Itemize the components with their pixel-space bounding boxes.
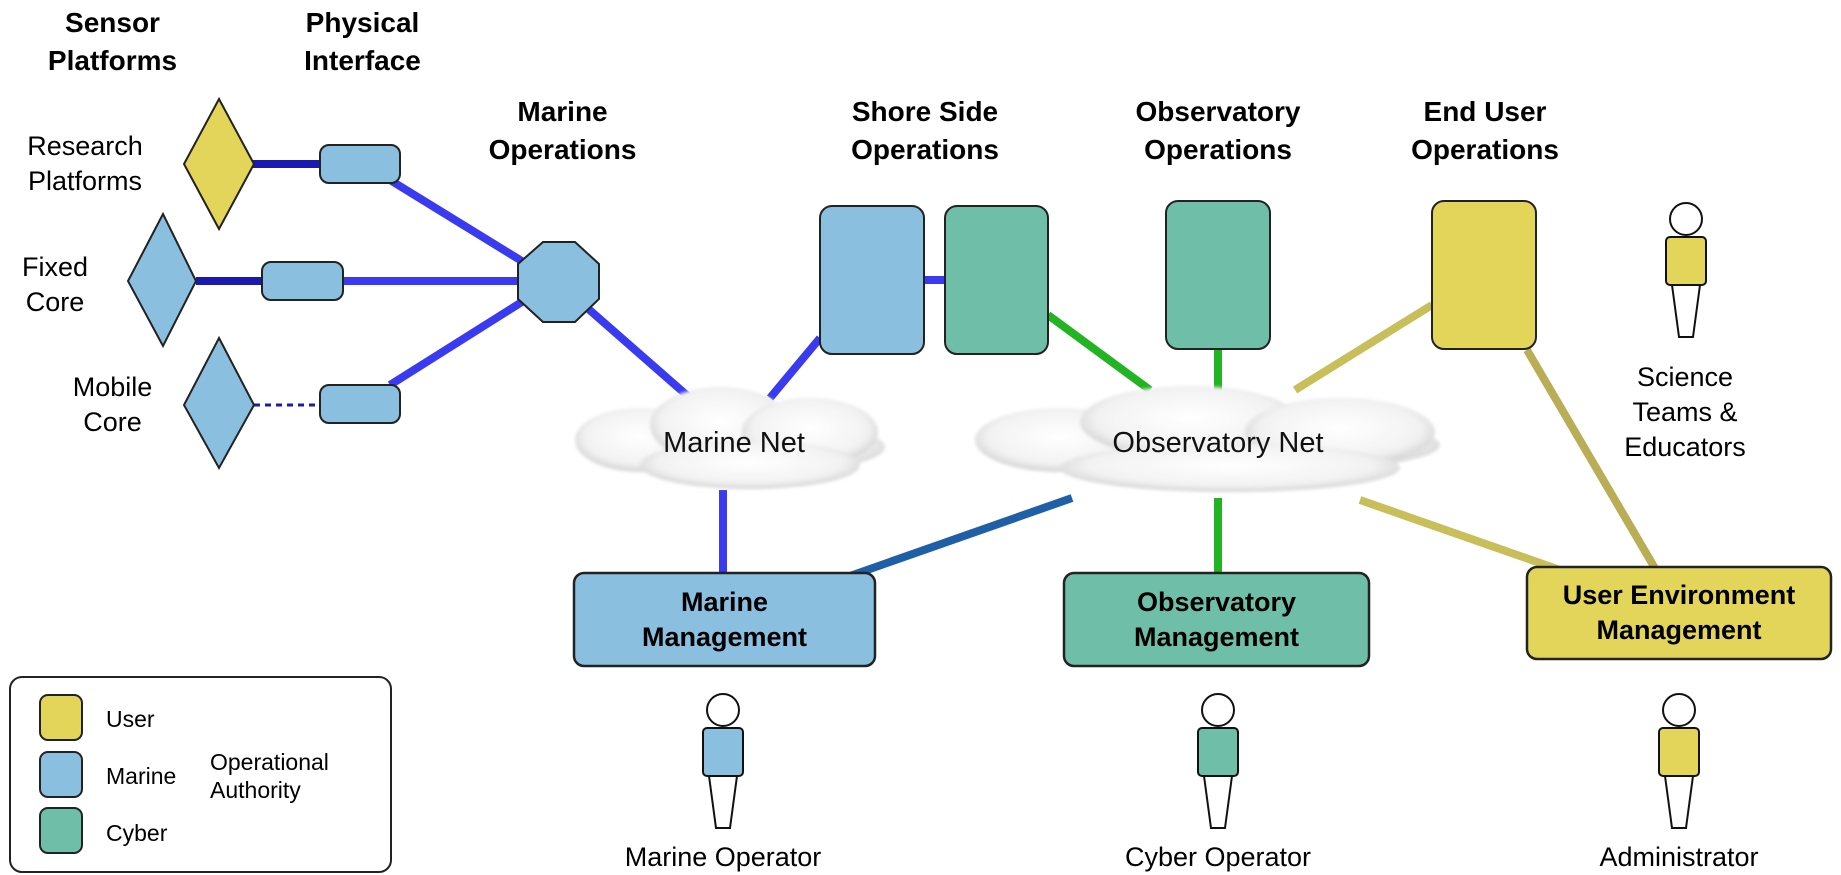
person-marine-operator [702, 693, 744, 829]
header-line: Interface [304, 45, 421, 76]
label-line: Teams & [1632, 397, 1738, 427]
label-line: Management [641, 621, 808, 652]
management-boxes [572, 565, 1833, 668]
header-line: Marine [517, 96, 608, 127]
person-science [1665, 202, 1707, 338]
link-end-user-to-user-mgmt [1523, 347, 1660, 573]
marine-management-label: Marine Management [574, 573, 875, 666]
legend [9, 676, 392, 873]
label-line: Core [83, 407, 142, 437]
header-line: Platforms [47, 45, 178, 76]
header-line: Sensor [65, 7, 160, 38]
label-line: Science [1636, 362, 1734, 392]
link-marine-ops-to-marine-net [582, 302, 693, 402]
legend-label-cyber: Cyber [106, 820, 168, 846]
marine-management-box [572, 571, 877, 668]
label-marine-operator: Marine Operator [624, 842, 822, 872]
marine-net-cloud [575, 387, 885, 489]
header-observatory-operations: Observatory Operations [1108, 93, 1328, 169]
legend-swatch-user [39, 694, 83, 741]
marine-operations-octagon [517, 241, 600, 323]
user-environment-management-label: User Environment Management [1527, 567, 1831, 659]
header-sensor-platforms: Sensor Platforms [30, 4, 195, 80]
label-line: User Environment [1562, 580, 1796, 610]
header-line: Operations [1411, 134, 1559, 165]
label-line: Authority [210, 777, 301, 803]
sensor-platforms [126, 96, 256, 471]
label-cyber-operator: Cyber Operator [1124, 842, 1312, 872]
header-line: Operations [851, 134, 999, 165]
link-interface3-to-marine-ops [387, 296, 528, 389]
shore-side-cyber-box [944, 205, 1049, 355]
physical-interfaces [261, 144, 401, 424]
end-user-operations-box [1431, 200, 1537, 350]
label-line: Marine [680, 586, 769, 617]
link-interface1-to-marine-ops [387, 176, 528, 267]
observatory-net-cloud [975, 386, 1440, 492]
header-line: Physical [305, 7, 420, 38]
header-line: Operations [1144, 134, 1292, 165]
header-line: End User [1423, 96, 1547, 127]
fixed-core-diamond [126, 211, 198, 349]
user-environment-management-box [1525, 565, 1833, 661]
label-research-platforms: Research Platforms [10, 129, 160, 199]
shore-side-marine-box [819, 205, 925, 355]
label-line: Operational [210, 749, 329, 775]
header-line: Observatory [1135, 96, 1301, 127]
observatory-management-label: Observatory Management [1064, 573, 1369, 666]
person-cyber-operator [1197, 693, 1239, 829]
legend-label-user: User [106, 706, 155, 732]
legend-swatch-cyber [39, 807, 83, 854]
header-marine-operations: Marine Operations [480, 93, 645, 169]
label-mobile-core: Mobile Core [60, 370, 165, 440]
legend-label-marine: Marine [106, 763, 177, 789]
link-end-user-to-obs-net [1292, 301, 1435, 394]
mobile-core-diamond [182, 335, 256, 471]
header-end-user-operations: End User Operations [1375, 93, 1595, 169]
connections [196, 160, 1660, 580]
link-obs-net-to-user-mgmt [1358, 496, 1562, 574]
label-line: Core [25, 287, 85, 317]
observatory-net-label: Observatory Net [1112, 427, 1323, 459]
label-line: Observatory [1136, 586, 1297, 617]
header-line: Operations [488, 134, 637, 165]
header-line: Shore Side [851, 96, 999, 127]
person-administrator [1658, 693, 1700, 829]
label-line: Management [1596, 615, 1762, 645]
observatory-operations-box [1165, 200, 1271, 350]
label-line: Fixed [21, 252, 89, 282]
interface-research [319, 144, 401, 184]
interface-fixed [261, 261, 344, 301]
label-line: Educators [1624, 432, 1746, 462]
label-line: Research [27, 131, 143, 161]
observatory-management-box [1062, 571, 1371, 668]
label-line: Management [1133, 621, 1300, 652]
header-physical-interface: Physical Interface [280, 4, 445, 80]
marine-net-label: Marine Net [663, 427, 805, 459]
link-obs-net-to-marine-mgmt [848, 494, 1074, 580]
link-shore-marine-to-marine-net [766, 335, 824, 401]
interface-mobile [319, 384, 401, 424]
research-platform-diamond [182, 96, 256, 232]
label-administrator: Administrator [1599, 842, 1759, 872]
link-shore-cyber-to-obs-net [1045, 311, 1153, 394]
legend-operational-authority: Operational Authority [210, 748, 329, 804]
label-science-teams: Science Teams & Educators [1600, 360, 1770, 465]
legend-frame [9, 676, 392, 873]
label-fixed-core: Fixed Core [10, 250, 100, 320]
operations-boxes [819, 200, 1537, 355]
header-shore-side-operations: Shore Side Operations [815, 93, 1035, 169]
label-line: Platforms [27, 166, 143, 196]
label-line: Mobile [72, 372, 153, 402]
legend-swatch-marine [39, 751, 83, 798]
